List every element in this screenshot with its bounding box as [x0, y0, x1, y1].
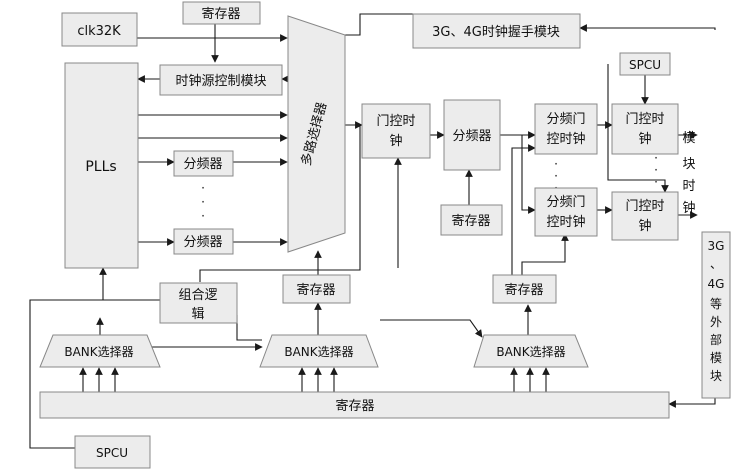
svg-text:SPCU: SPCU — [96, 446, 128, 460]
handshake-label: 3G、4G时钟握手模块 — [432, 24, 560, 40]
block-plls: PLLs — [64, 62, 139, 269]
svg-text:组合逻: 组合逻 — [178, 288, 217, 303]
svg-text:·: · — [201, 181, 205, 195]
svg-text:控时钟: 控时钟 — [546, 131, 585, 147]
block-gate-out-1: 门控时 钟 — [611, 103, 679, 155]
svg-text:分频门: 分频门 — [546, 195, 585, 210]
svg-text:寄存器: 寄存器 — [335, 398, 374, 414]
svg-text:·: · — [654, 175, 658, 189]
block-spcu-top: SPCU — [619, 52, 671, 76]
svg-text:·: · — [654, 163, 658, 177]
vertical-dots-gateout: · · · — [654, 151, 658, 189]
svg-text:时: 时 — [682, 179, 695, 194]
block-bank-3: BANK选择器 — [473, 334, 589, 368]
block-div-gate-1: 分频门 控时钟 — [534, 103, 598, 155]
block-bank-2: BANK选择器 — [259, 334, 379, 368]
svg-text:控时钟: 控时钟 — [546, 214, 585, 230]
block-spcu-bottom: SPCU — [74, 435, 151, 469]
svg-text:·: · — [554, 169, 558, 183]
svg-text:分频门: 分频门 — [546, 112, 585, 127]
vertical-dots-div: · · · — [201, 181, 205, 223]
block-comb-logic: 组合逻 辑 — [159, 282, 238, 324]
block-div-gate-2: 分频门 控时钟 — [534, 187, 598, 237]
plls-label: PLLs — [85, 159, 116, 175]
edge-bypass-gateout2 — [607, 90, 669, 193]
reg-mux-bottom-label: 寄存器 — [296, 282, 335, 298]
block-gate-1: 门控时 钟 — [361, 103, 431, 159]
edge-divider-divgate2 — [521, 135, 536, 214]
svg-text:BANK选择器: BANK选择器 — [496, 345, 565, 359]
edge-regright-divgate2 — [521, 233, 569, 275]
edge-spcu-bottom — [29, 299, 103, 449]
spcu-top-label: SPCU — [629, 58, 661, 72]
svg-text:BANK选择器: BANK选择器 — [284, 345, 353, 359]
block-reg-right-bottom: 寄存器 — [492, 274, 557, 304]
svg-text:·: · — [554, 157, 558, 171]
svg-text:·: · — [654, 151, 658, 165]
block-mux: 多路选择器 — [287, 15, 346, 253]
block-clk32k: clk32K — [61, 12, 138, 47]
edge-bank2-bank3 — [380, 319, 483, 338]
block-bank-1: BANK选择器 — [39, 334, 161, 368]
block-divider-mid: 分频器 — [443, 99, 501, 171]
div-b-label: 分频器 — [183, 235, 222, 250]
svg-text:外: 外 — [710, 315, 722, 329]
edge-comb-bank2 — [236, 315, 262, 341]
svg-text:等: 等 — [710, 297, 722, 311]
reg-mid-divider-label: 寄存器 — [451, 213, 490, 229]
svg-text:钟: 钟 — [638, 218, 651, 234]
edge-comb-mux — [199, 125, 361, 282]
svg-text:辑: 辑 — [191, 307, 204, 322]
block-clk-src-ctrl: 时钟源控制模块 — [159, 64, 283, 96]
div-a-label: 分频器 — [183, 157, 222, 172]
reg-top-label: 寄存器 — [201, 6, 240, 22]
edge-ext-regbottom — [668, 398, 716, 408]
label-module-clock: 模 块 时 钟 — [682, 131, 695, 216]
edge-regright-divgate1 — [511, 144, 536, 275]
svg-text:钟: 钟 — [682, 200, 695, 216]
block-reg-bottom-bar: 寄存器 — [39, 391, 670, 419]
edge-ext-handshake — [579, 24, 716, 32]
svg-text:块: 块 — [682, 157, 695, 172]
svg-text:钟: 钟 — [389, 133, 402, 149]
svg-text:·: · — [201, 195, 205, 209]
block-handshake: 3G、4G时钟握手模块 — [412, 13, 581, 49]
svg-text:门控时: 门控时 — [376, 114, 415, 129]
svg-text:4G: 4G — [708, 277, 725, 291]
svg-text:模: 模 — [682, 131, 695, 146]
block-reg-mux-bottom: 寄存器 — [282, 274, 351, 304]
block-gate-out-2: 门控时 钟 — [611, 191, 679, 241]
block-reg-top: 寄存器 — [182, 1, 261, 25]
block-ext-module: 3G 、 4G 等 外 部 模 块 — [701, 231, 731, 399]
clk32k-label: clk32K — [77, 24, 121, 39]
connections — [29, 13, 716, 449]
clk-src-ctrl-label: 时钟源控制模块 — [175, 73, 266, 89]
svg-text:部: 部 — [710, 332, 722, 347]
block-div-a: 分频器 — [173, 150, 234, 177]
svg-text:门控时: 门控时 — [625, 199, 664, 214]
svg-text:3G: 3G — [708, 239, 725, 253]
svg-text:门控时: 门控时 — [625, 112, 664, 127]
block-reg-mid-divider: 寄存器 — [440, 204, 503, 236]
reg-right-bottom-label: 寄存器 — [504, 282, 543, 298]
svg-text:模: 模 — [710, 351, 722, 365]
svg-text:、: 、 — [710, 257, 722, 271]
svg-text:块: 块 — [710, 369, 722, 383]
svg-text:·: · — [201, 209, 205, 223]
divider-mid-label: 分频器 — [452, 129, 491, 144]
svg-text:BANK选择器: BANK选择器 — [64, 345, 133, 359]
block-div-b: 分频器 — [173, 228, 234, 255]
svg-text:钟: 钟 — [638, 131, 651, 147]
